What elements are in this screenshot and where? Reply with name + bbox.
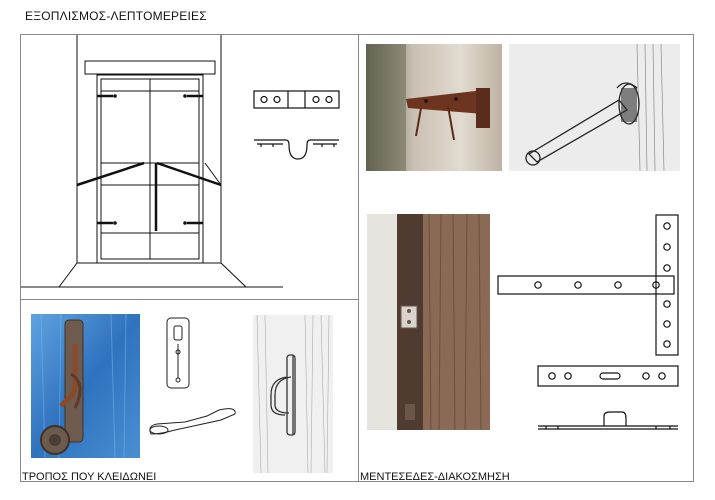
rusty-hinge-photo (366, 44, 502, 171)
door-elevation-drawing (21, 35, 340, 288)
horizontal-divider (20, 299, 359, 300)
page-title: ΕΞΟΠΛΙΣΜΟΣ-ΛΕΠΤΟΜΕΡΕΙΕΣ (25, 9, 207, 23)
latch-sketch (149, 317, 236, 435)
blue-door-latch-photo (31, 314, 140, 458)
hinge-technical-drawings (497, 214, 679, 430)
caption-locking-method: ΤΡΟΠΟΣ ΠΟΥ ΚΛΕΙΔΩΝΕΙ (22, 471, 157, 483)
vertical-divider (358, 34, 359, 482)
hinge-pencil-sketch (509, 44, 680, 171)
handle-sketch-photo (253, 315, 333, 473)
sheet-frame (20, 34, 694, 482)
wooden-door-hinge-photo (367, 214, 490, 430)
caption-hinges-decoration: ΜΕΝΤΕΣΕΔΕΣ-ΔΙΑΚΟΣΜΗΣΗ (360, 471, 510, 483)
